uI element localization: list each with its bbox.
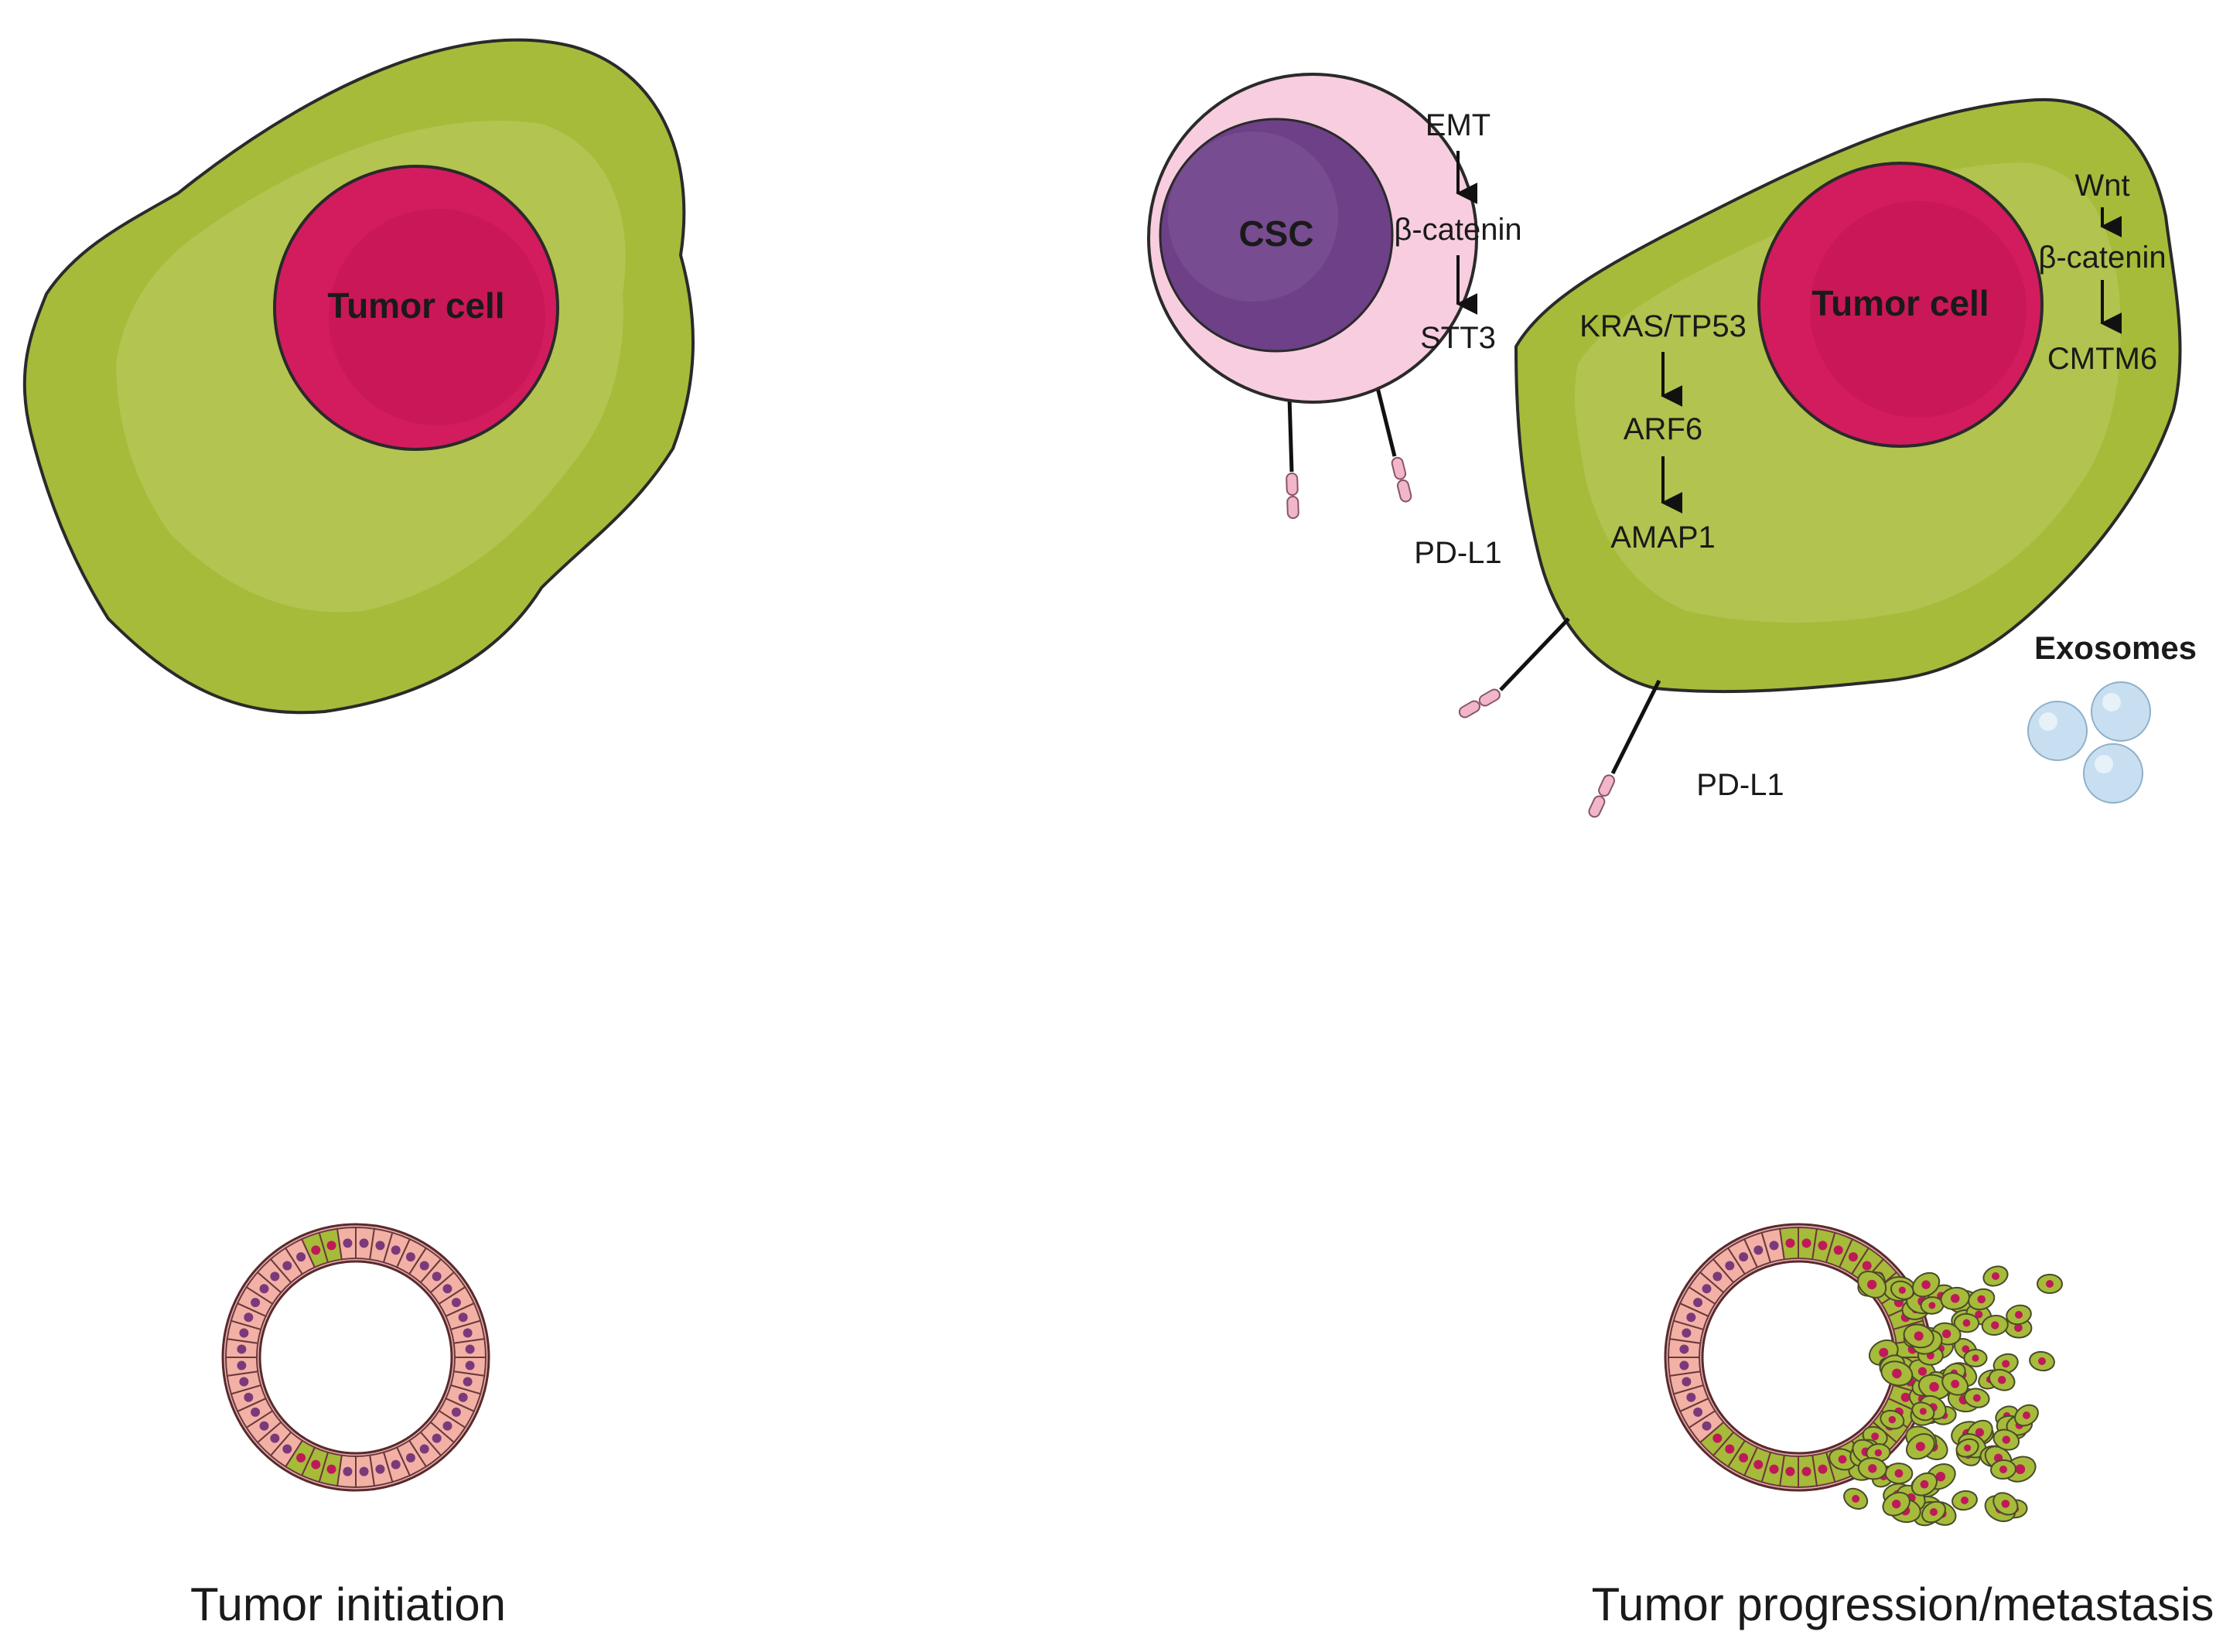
csc-receptor-1 (1286, 472, 1299, 519)
kras-pathway-step-1: KRAS/TP53 (1579, 309, 1747, 343)
csc-pathway-step-2: β-catenin (1394, 213, 1521, 247)
metastasis-acinus (1664, 1223, 2063, 1527)
csc-pathway-step-1: EMT (1426, 108, 1490, 142)
csc-cell: CSC (1147, 73, 1478, 519)
tumor-pd-l1-label: PD-L1 (1696, 768, 1784, 802)
exosome-2 (2027, 701, 2088, 761)
left-nucleus (273, 165, 559, 451)
csc-pathway-step-3: STT3 (1420, 321, 1496, 355)
exosomes: Exosomes (2027, 630, 2197, 804)
kras-pathway-step-3: AMAP1 (1610, 521, 1716, 555)
kras-pathway-step-2: ARF6 (1624, 412, 1702, 446)
tumor-receptor-1 (1458, 688, 1501, 718)
exosome-1 (2091, 681, 2151, 742)
right-nucleus (1757, 162, 2044, 448)
wnt-pathway-step-1: Wnt (2074, 169, 2129, 203)
csc-pathway: EMT β-catenin STT3 (1394, 108, 1521, 355)
exosome-3 (2083, 743, 2143, 804)
kras-pathway: KRAS/TP53 ARF6 AMAP1 (1579, 309, 1747, 555)
wnt-pathway-step-3: CMTM6 (2047, 342, 2157, 376)
right-tumor-cell: Tumor cell (1514, 97, 2182, 694)
exosomes-label: Exosomes (2034, 630, 2197, 666)
wnt-pathway-step-2: β-catenin (2038, 241, 2166, 275)
left-tumor-cell-label: Tumor cell (327, 285, 504, 326)
wnt-pathway: Wnt β-catenin CMTM6 (2038, 169, 2166, 376)
csc-pd-l1-label: PD-L1 (1414, 536, 1501, 570)
tumor-receptor-2 (1588, 774, 1616, 818)
initiation-acinus (221, 1223, 490, 1492)
tumor-progression-caption: Tumor progression/metastasis (1592, 1579, 2214, 1630)
csc-receptor-2 (1391, 456, 1412, 503)
right-tumor-cell-label: Tumor cell (1811, 283, 1989, 323)
left-tumor-cell: Tumor cell (22, 38, 695, 715)
csc-label: CSC (1238, 213, 1313, 254)
tumor-initiation-caption: Tumor initiation (190, 1579, 506, 1630)
